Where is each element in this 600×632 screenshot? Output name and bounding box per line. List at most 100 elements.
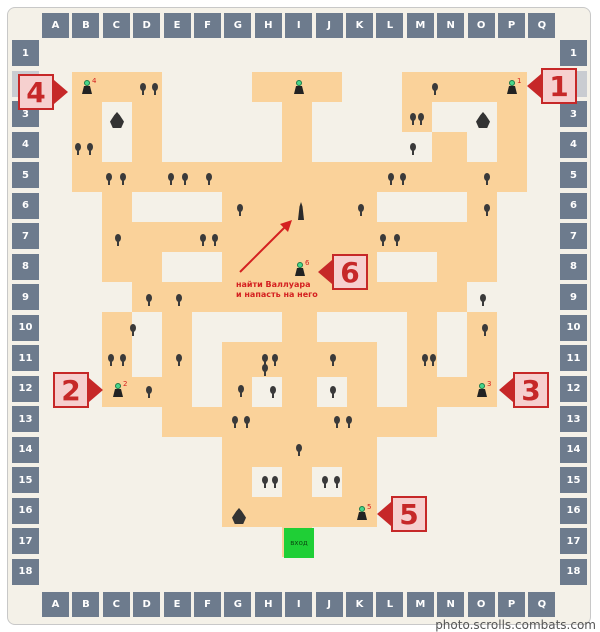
column-label-m: M [406,592,434,617]
tree-icon [120,354,126,366]
row-label-12: 12 [12,375,39,402]
pedestal-icon[interactable] [476,383,488,397]
tree-icon [410,143,416,155]
column-label-l: L [376,13,404,38]
tree-icon [146,386,152,398]
hint-line-1: найти Валлуара [236,280,311,289]
hint-note: найти Валлуара и напасть на него [236,280,318,300]
row-label-15: 15 [12,467,39,493]
tree-icon [272,354,278,366]
column-label-g: G [224,592,252,617]
tree-icon [238,385,244,397]
column-label-d: D [133,592,161,617]
tree-icon [330,386,336,398]
tree-icon [200,234,206,246]
tree-icon [120,173,126,185]
row-label-14: 14 [12,436,39,463]
tree-icon [106,173,112,185]
row-label-11: 11 [560,345,587,371]
column-label-b: B [72,592,100,617]
column-label-h: H [254,13,282,38]
tree-icon [322,476,328,488]
tree-icon [346,416,352,428]
column-label-o: O [467,13,495,38]
tree-icon [418,113,424,125]
pedestal-icon[interactable] [293,80,305,94]
tree-icon [130,324,136,336]
pedestal-number: 3 [487,380,492,388]
tree-icon [75,143,81,155]
callout-label: 5 [391,496,427,532]
pedestal-icon[interactable] [294,262,306,276]
pedestal-icon[interactable] [356,506,368,520]
column-label-j: J [315,13,343,38]
column-label-e: E [163,592,191,617]
column-label-b: B [72,13,100,38]
tree-icon [334,476,340,488]
column-label-f: F [194,592,221,617]
callout-2: 2 [53,372,103,408]
tree-icon [176,354,182,366]
tree-icon [146,294,152,306]
pedestal-number: 6 [305,259,310,267]
callout-label: 4 [18,74,54,110]
row-label-16: 16 [12,497,39,524]
pedestal-number: 1 [517,77,522,85]
exit-tile[interactable]: вход [284,528,314,558]
column-label-p: P [498,592,525,617]
row-label-1: 1 [12,40,39,66]
column-label-h: H [254,592,282,617]
tree-icon [262,354,268,366]
pedestal-number: 4 [92,77,97,85]
callout-label: 6 [332,254,368,290]
callout-label: 1 [541,68,577,104]
row-label-6: 6 [12,192,39,219]
row-label-3: 3 [560,101,587,127]
boss-vallluar-icon[interactable] [298,202,304,220]
row-label-5: 5 [560,162,587,188]
row-label-7: 7 [560,223,587,249]
tree-icon [430,354,436,366]
callout-1: 1 [527,68,577,104]
tree-icon [87,143,93,155]
tree-icon [237,204,243,216]
column-label-d: D [133,13,161,38]
tree-icon [152,83,158,95]
tree-icon [484,173,490,185]
row-label-16: 16 [560,497,587,524]
tree-icon [358,204,364,216]
column-label-k: K [346,592,373,617]
row-label-1: 1 [560,40,587,66]
row-label-11: 11 [12,345,39,371]
column-label-e: E [163,13,191,38]
tree-icon [334,416,340,428]
tree-icon [262,476,268,488]
tree-icon [422,354,428,366]
column-label-i: I [285,592,313,617]
pedestal-icon[interactable] [112,383,124,397]
tree-icon [115,234,121,246]
row-label-13: 13 [560,406,587,432]
column-label-k: K [346,13,373,38]
hint-line-2: и напасть на него [236,290,318,299]
row-label-5: 5 [12,162,39,188]
pedestal-number: 5 [367,503,372,511]
column-label-p: P [498,13,525,38]
watermark: photo.scrolls.combats.com [435,618,596,632]
pedestal-icon[interactable] [506,80,518,94]
tree-icon [168,173,174,185]
row-label-8: 8 [560,253,587,280]
row-label-17: 17 [560,528,587,554]
row-label-12: 12 [560,375,587,402]
callout-label: 3 [513,372,549,408]
tree-icon [272,476,278,488]
tree-icon [108,354,114,366]
tree-icon [244,416,250,428]
row-label-17: 17 [12,528,39,554]
pedestal-icon[interactable] [81,80,93,94]
callout-label: 2 [53,372,89,408]
row-label-15: 15 [560,467,587,493]
column-label-q: Q [528,13,556,38]
tree-icon [296,444,302,456]
